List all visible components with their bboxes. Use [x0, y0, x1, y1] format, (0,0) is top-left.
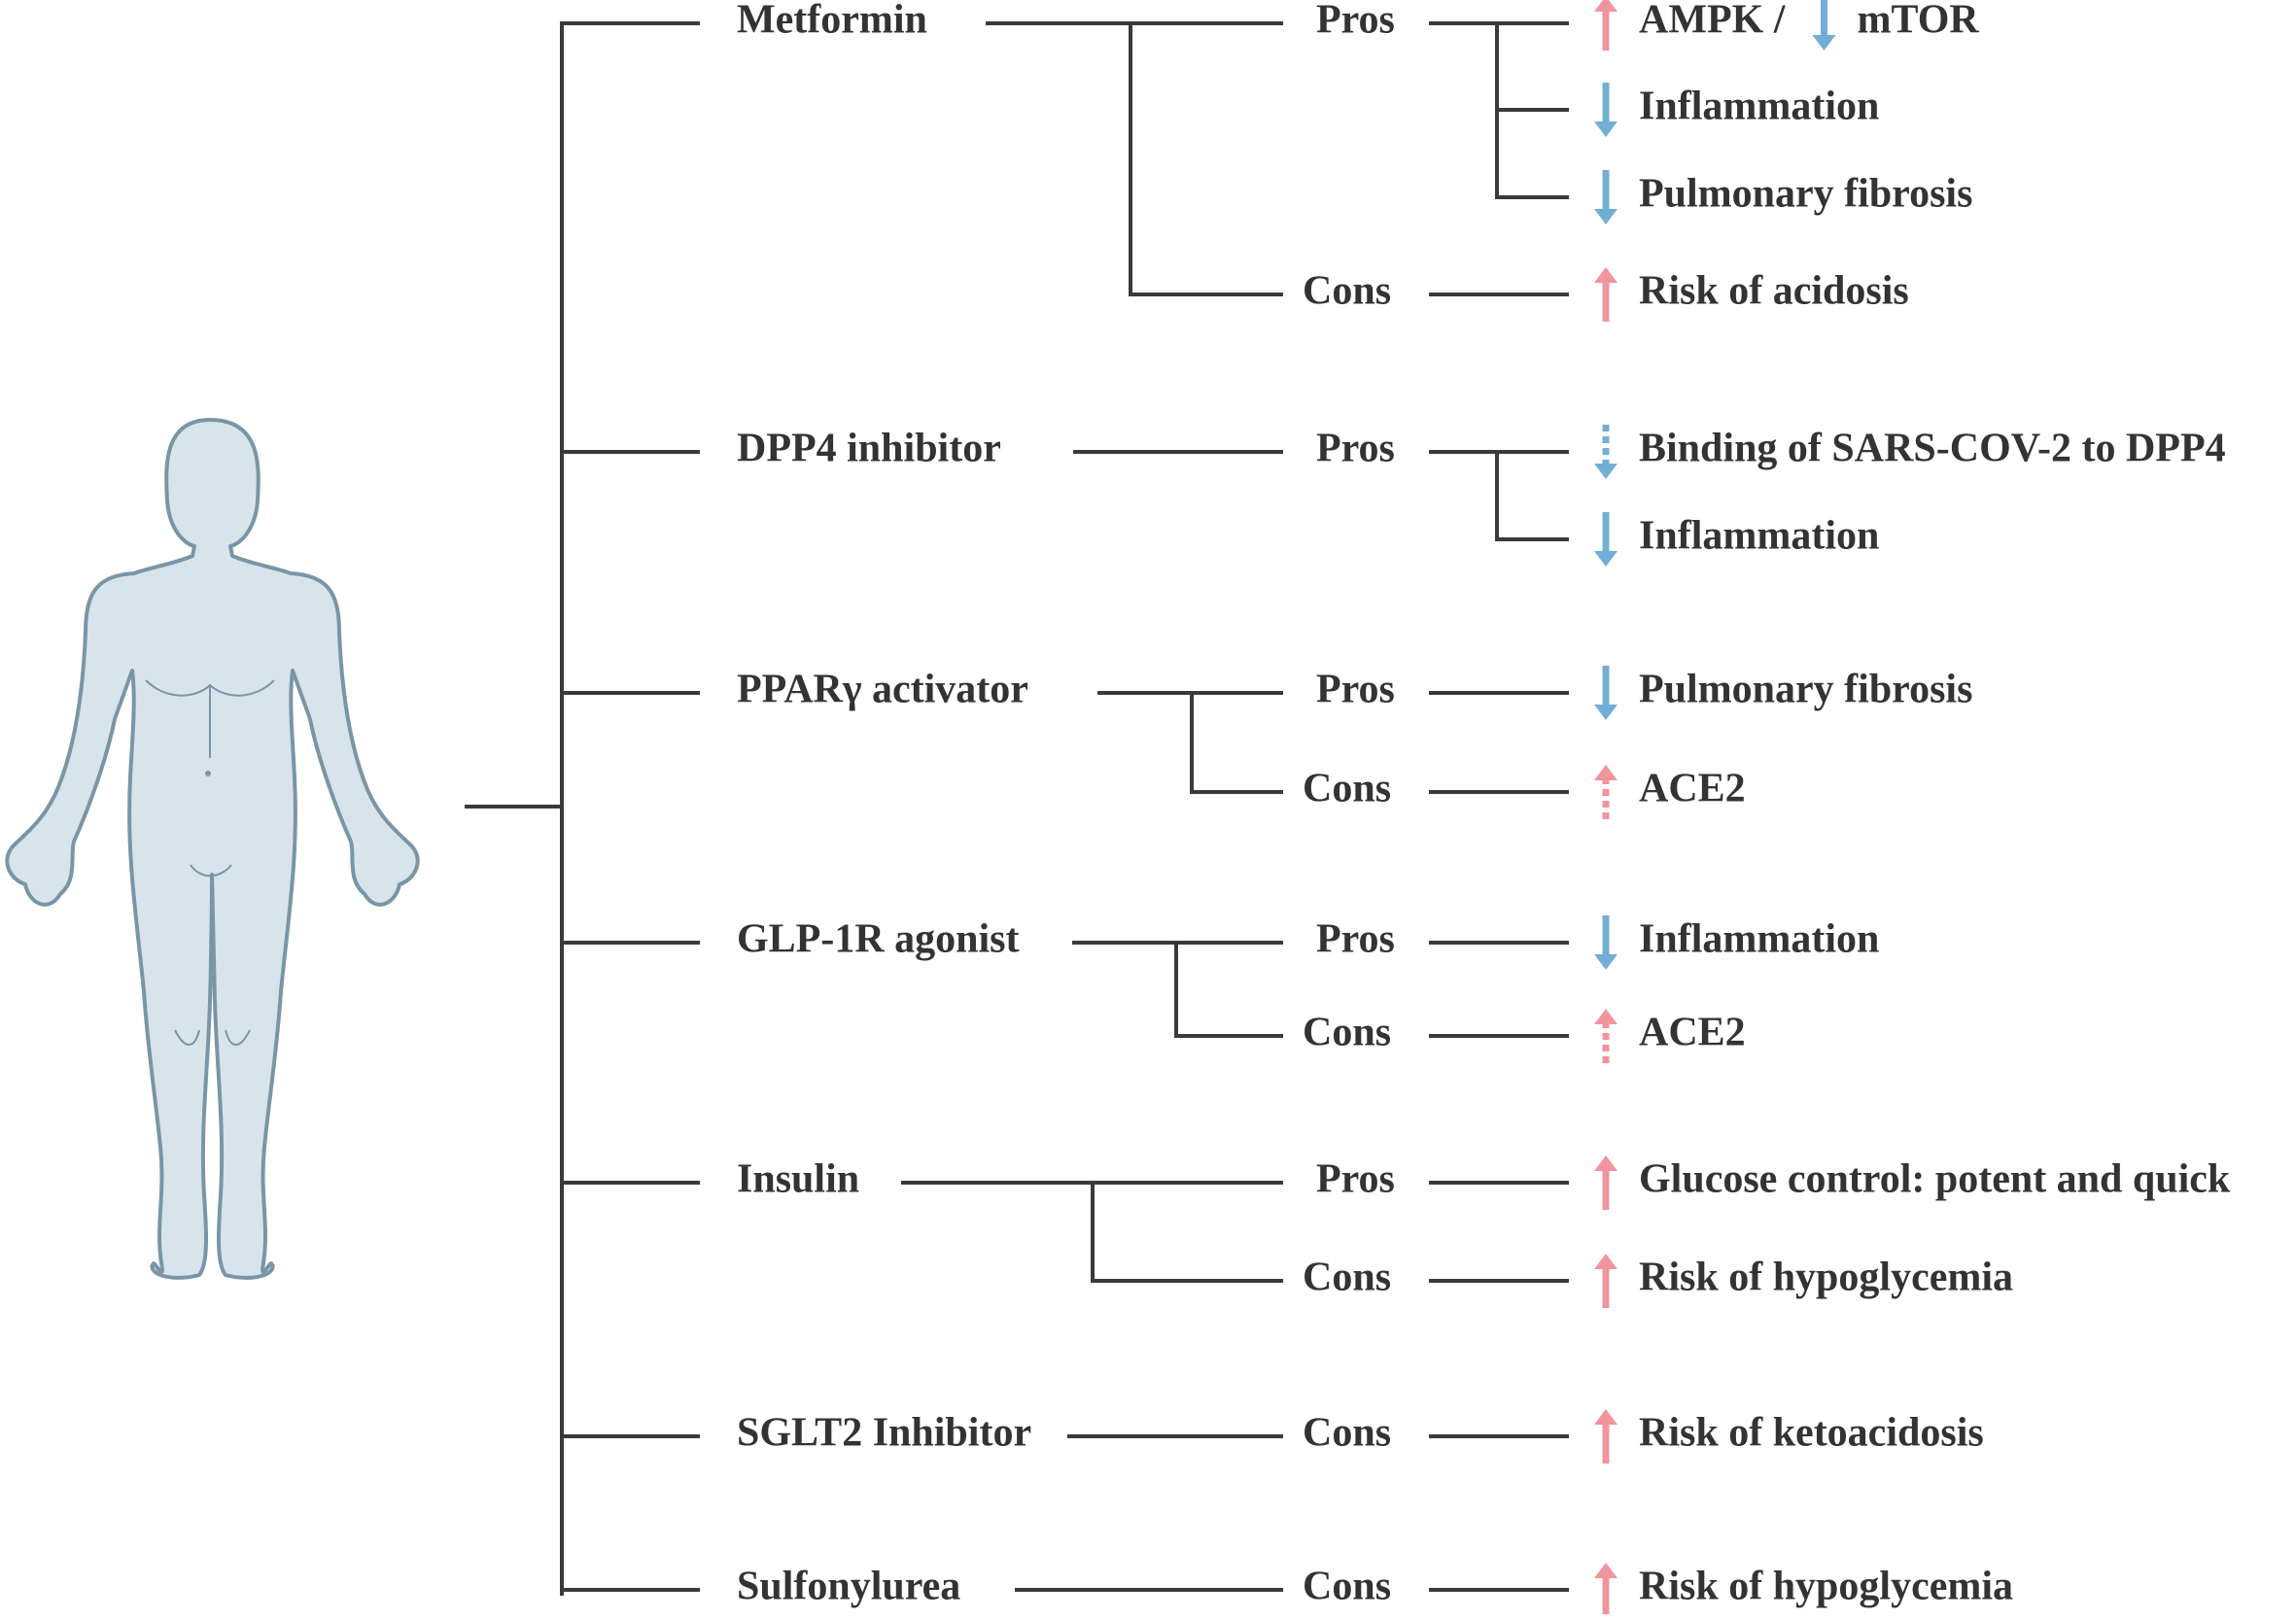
cons-label: Cons — [1303, 1011, 1391, 1055]
increase-arrow-icon — [1594, 1009, 1618, 1063]
cons-label: Cons — [1303, 767, 1391, 811]
increase-arrow-icon — [1594, 0, 1618, 51]
effect-label: Risk of hypoglycemia — [1639, 1256, 2013, 1300]
increase-arrow-icon — [1594, 1155, 1618, 1210]
tree-lines — [465, 21, 1569, 1596]
effect-label: Pulmonary fibrosis — [1639, 668, 1972, 712]
drug-label: Sulfonylurea — [737, 1565, 960, 1609]
cons-label: Cons — [1303, 1411, 1391, 1456]
pros-label: Pros — [1316, 668, 1395, 712]
drug-label: Metformin — [737, 0, 927, 43]
decrease-arrow-icon — [1594, 83, 1618, 137]
effect-label: Glucose control: potent and quick — [1639, 1157, 2231, 1202]
effect-label: Binding of SARS-COV-2 to DPP4 — [1639, 427, 2226, 471]
decrease-arrow-icon — [1594, 170, 1618, 224]
decrease-arrow-icon — [1594, 915, 1618, 970]
drug-label: SGLT2 Inhibitor — [737, 1411, 1031, 1456]
increase-arrow-icon — [1594, 1254, 1618, 1308]
cons-label: Cons — [1303, 269, 1391, 314]
effect-label: Risk of hypoglycemia — [1639, 1565, 2013, 1609]
effect-label: Risk of ketoacidosis — [1639, 1411, 1984, 1456]
effect-label: Inflammation — [1639, 514, 1879, 559]
decrease-arrow-icon — [1594, 425, 1618, 479]
drug-label: Insulin — [737, 1157, 859, 1202]
increase-arrow-icon — [1594, 1563, 1618, 1617]
left-knee — [174, 1029, 200, 1046]
decrease-arrow-icon — [1812, 0, 1836, 51]
human-body-figure — [5, 418, 420, 1280]
decrease-arrow-icon — [1594, 512, 1618, 567]
effect-label: mTOR — [1857, 0, 1979, 43]
effect-label: ACE2 — [1639, 1011, 1746, 1055]
drug-label: DPP4 inhibitor — [737, 427, 1001, 471]
human-body-outline — [5, 418, 420, 1280]
pelvis-contour — [190, 864, 232, 878]
pros-label: Pros — [1316, 917, 1395, 962]
cons-label: Cons — [1303, 1256, 1391, 1300]
drug-label: PPARγ activator — [737, 668, 1028, 712]
right-knee — [225, 1029, 251, 1046]
effect-label: Inflammation — [1639, 917, 1879, 962]
effect-label: Risk of acidosis — [1639, 269, 1909, 314]
effect-label: ACE2 — [1639, 767, 1746, 811]
pros-label: Pros — [1316, 427, 1395, 471]
effect-label: Inflammation — [1639, 85, 1879, 129]
pros-label: Pros — [1316, 1157, 1395, 1202]
increase-arrow-icon — [1594, 765, 1618, 819]
cons-label: Cons — [1303, 1565, 1391, 1609]
pros-label: Pros — [1316, 0, 1395, 43]
effect-label: AMPK / — [1639, 0, 1787, 43]
increase-arrow-icon — [1594, 1409, 1618, 1464]
navel — [205, 771, 211, 776]
drug-label: GLP-1R agonist — [737, 917, 1020, 962]
effect-label: Pulmonary fibrosis — [1639, 172, 1972, 217]
decrease-arrow-icon — [1594, 666, 1618, 720]
increase-arrow-icon — [1594, 267, 1618, 322]
